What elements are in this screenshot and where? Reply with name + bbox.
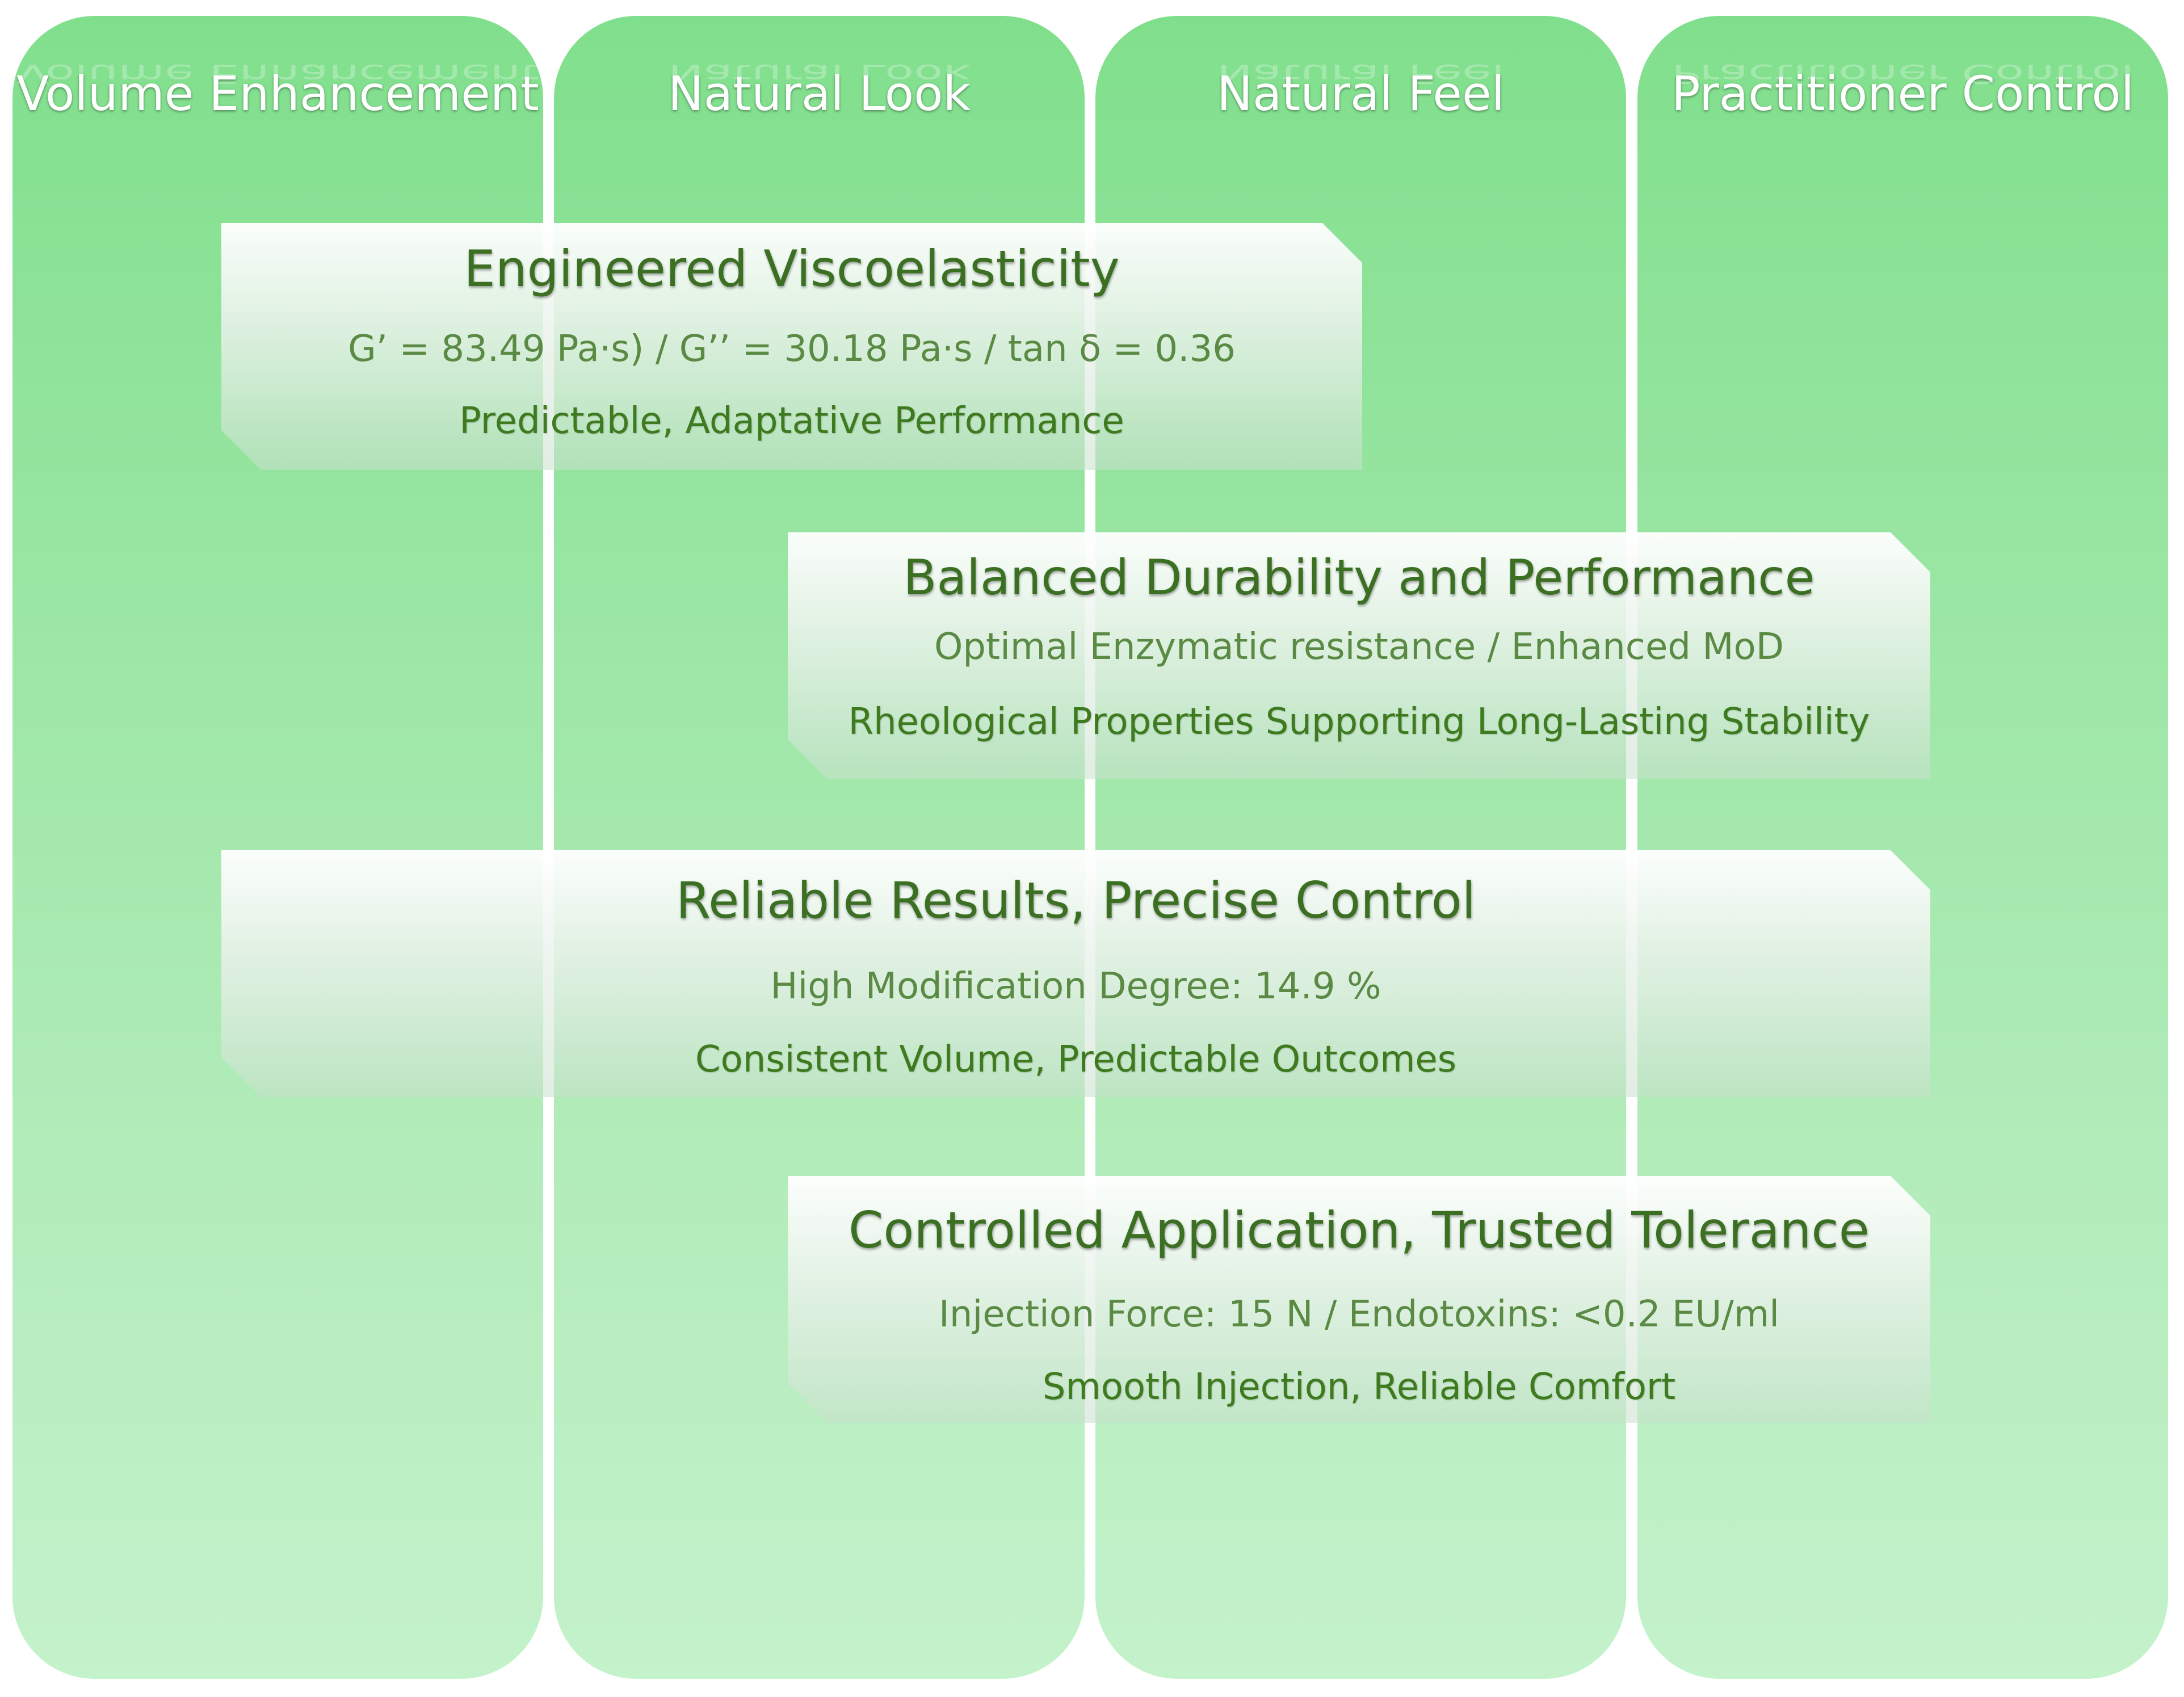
box-engineered-viscoelasticity: Engineered Viscoelasticity G’ = 83.49 Pa… (221, 223, 1362, 470)
box-benefit-line: Rheological Properties Supporting Long-L… (848, 701, 1870, 743)
box-heading: Balanced Durability and Performance (903, 549, 1815, 606)
box-heading: Engineered Viscoelasticity (464, 240, 1120, 298)
box-heading: Reliable Results, Precise Control (675, 871, 1476, 930)
box-benefit-line: Consistent Volume, Predictable Outcomes (695, 1039, 1457, 1081)
box-balanced-durability: Balanced Durability and Performance Opti… (788, 532, 1930, 779)
box-spec-line: G’ = 83.49 Pa·s) / G’’ = 30.18 Pa·s / ta… (348, 328, 1236, 370)
box-benefit-line: Predictable, Adaptative Performance (459, 400, 1124, 442)
box-spec-line: Optimal Enzymatic resistance / Enhanced … (934, 626, 1784, 668)
box-spec-line: Injection Force: 15 N / Endotoxins: <0.2… (939, 1293, 1779, 1335)
column-title: Practitioner Control (1671, 66, 2135, 121)
box-heading: Controlled Application, Trusted Toleranc… (849, 1201, 1870, 1259)
box-reliable-results: Reliable Results, Precise Control High M… (221, 850, 1930, 1097)
column-title: Natural Look (667, 66, 971, 121)
box-spec-line: High Modification Degree: 14.9 % (770, 965, 1381, 1007)
box-controlled-application: Controlled Application, Trusted Toleranc… (788, 1176, 1930, 1423)
column-practitioner-control: Practitioner Control Practitioner Contro… (1637, 16, 2168, 1679)
column-title: Volume Enhancement (16, 66, 539, 121)
box-benefit-line: Smooth Injection, Reliable Comfort (1042, 1366, 1676, 1408)
column-title: Natural Feel (1217, 66, 1505, 121)
